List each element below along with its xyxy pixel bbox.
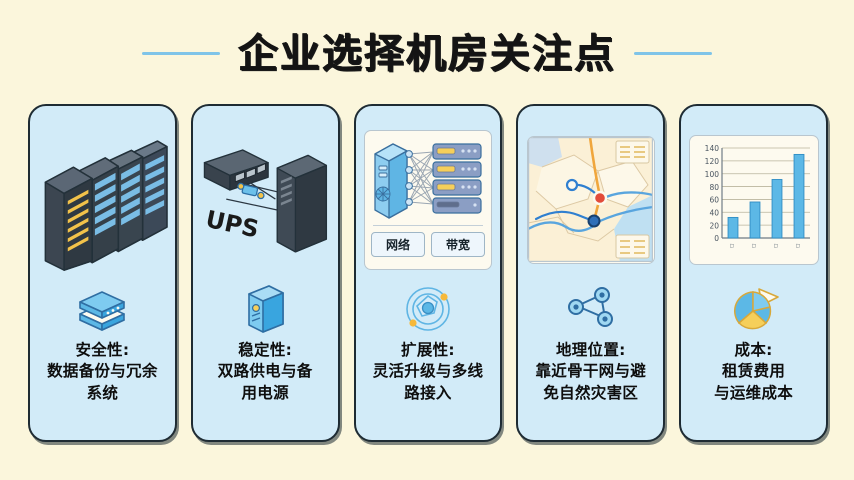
orbit-node-icon: [400, 280, 456, 338]
caption-line: 扩展性:: [401, 341, 455, 359]
map-panel: [526, 136, 655, 264]
caption-line: 靠近骨干网与避: [535, 362, 647, 381]
card-stability[interactable]: UPS 稳定性: 双路供电与备: [190, 104, 340, 442]
svg-text:140: 140: [704, 144, 719, 153]
card-security[interactable]: 安全性: 数据备份与冗余 系统: [28, 104, 177, 442]
pie-chart-icon: [726, 280, 782, 338]
ups-illustration: UPS: [199, 120, 332, 280]
tag-network[interactable]: 网络: [370, 232, 425, 257]
network-topology-icon: [374, 143, 482, 219]
topology-panel: 网络 带宽: [363, 130, 492, 270]
svg-text:◇: ◇: [749, 241, 758, 250]
network-nodes-icon: [563, 280, 619, 338]
caption-line: 双路供电与备: [217, 362, 313, 381]
svg-text:60: 60: [709, 196, 719, 205]
card-row: 安全性: 数据备份与冗余 系统: [28, 104, 828, 442]
bar-chart-icon: 0 20 40 60 80 100 120 140 ◇ ◇ ◇ ◇: [704, 144, 810, 250]
map-legend-bottom: [615, 234, 650, 259]
svg-text:120: 120: [704, 157, 719, 166]
server-racks-icon: [44, 140, 168, 271]
page-header: 企业选择机房关注点: [0, 0, 854, 100]
card-location[interactable]: 地理位置: 靠近骨干网与避 免自然灾害区: [516, 104, 666, 442]
map-marker-secondary: [587, 214, 601, 228]
svg-text:0: 0: [714, 234, 719, 243]
svg-text:◇: ◇: [771, 241, 780, 250]
bar-chart-illustration: 0 20 40 60 80 100 120 140 ◇ ◇ ◇ ◇: [687, 120, 820, 280]
caption-line: 安全性:: [75, 341, 130, 359]
caption-line: 免自然灾害区: [543, 383, 639, 402]
svg-text:80: 80: [709, 183, 719, 192]
card-cost-caption: 成本: 租赁费用 与运维成本: [714, 340, 793, 404]
map-marker-node: [565, 178, 578, 192]
caption-line: 数据备份与冗余: [47, 362, 158, 381]
database-layers-icon: [74, 280, 130, 338]
server-racks-illustration: [36, 120, 169, 280]
card-cost[interactable]: 0 20 40 60 80 100 120 140 ◇ ◇ ◇ ◇ 成本:: [679, 104, 828, 442]
card-scalability[interactable]: 网络 带宽 扩展性: 灵活升: [353, 104, 503, 442]
title-rule-right: [634, 51, 712, 55]
svg-text:20: 20: [709, 221, 719, 230]
card-location-caption: 地理位置: 靠近骨干网与避 免自然灾害区: [535, 340, 646, 404]
panel-divider: [372, 225, 483, 226]
caption-line: 稳定性:: [238, 341, 293, 359]
ups-label: UPS: [203, 205, 261, 244]
svg-text:40: 40: [709, 208, 719, 217]
network-topology-illustration: 网络 带宽: [362, 120, 495, 280]
card-stability-caption: 稳定性: 双路供电与备 用电源: [218, 340, 313, 404]
svg-text:100: 100: [704, 170, 719, 179]
svg-text:◇: ◇: [727, 241, 736, 250]
svg-text:◇: ◇: [793, 241, 802, 250]
title-rule-left: [142, 51, 220, 55]
card-scalability-caption: 扩展性: 灵活升级与多线 路接入: [373, 340, 484, 404]
tag-bandwidth[interactable]: 带宽: [430, 232, 485, 257]
caption-line: 地理位置:: [555, 341, 626, 359]
map-illustration: [524, 120, 657, 280]
map-legend-top: [615, 140, 650, 164]
caption-line: 系统: [86, 383, 119, 402]
bar-chart-panel: 0 20 40 60 80 100 120 140 ◇ ◇ ◇ ◇: [688, 135, 819, 265]
card-security-caption: 安全性: 数据备份与冗余 系统: [47, 340, 158, 404]
caption-line: 租赁费用: [721, 362, 786, 381]
caption-line: 成本:: [734, 341, 773, 359]
caption-line: 灵活升级与多线: [372, 362, 484, 381]
ups-switch-server-icon: UPS: [203, 149, 327, 253]
caption-line: 路接入: [404, 383, 452, 402]
caption-line: 与运维成本: [714, 383, 794, 402]
map-marker-primary: [592, 190, 607, 206]
server-tower-icon: [241, 280, 289, 338]
caption-line: 用电源: [241, 383, 289, 402]
map-icon: [527, 137, 653, 262]
page-title: 企业选择机房关注点: [238, 31, 616, 77]
